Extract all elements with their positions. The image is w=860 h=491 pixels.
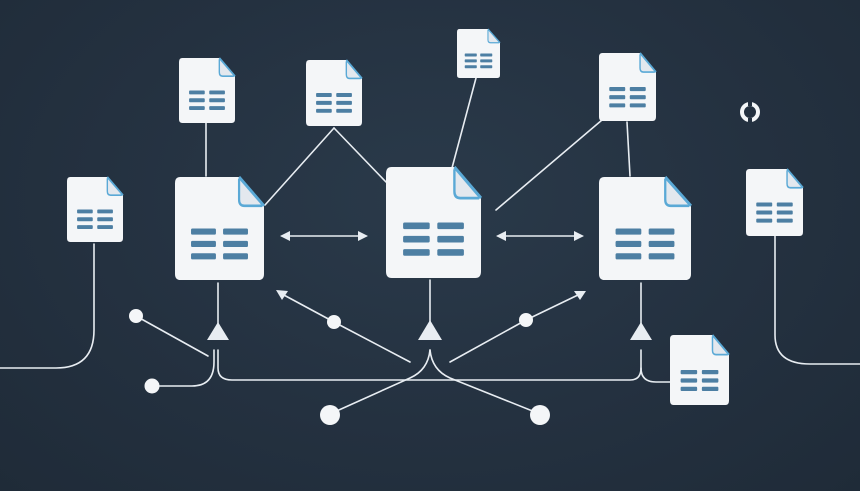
upload-arrow-icon <box>630 322 652 340</box>
connector-top-mid-left-a <box>264 127 335 206</box>
document-icon <box>456 28 501 79</box>
upload-arrow-icon <box>418 320 442 340</box>
fan-center-left <box>329 349 431 415</box>
arrow-heads <box>207 231 652 340</box>
document-icon <box>178 57 236 124</box>
bidirectional-arrow-icon <box>496 231 506 241</box>
diag-node-mid-right <box>449 319 527 363</box>
document-icon <box>744 167 805 238</box>
connector-far-left <box>0 243 95 369</box>
network-node-icon <box>327 315 341 329</box>
documents <box>66 28 805 407</box>
network-node-icon <box>129 309 143 323</box>
network-node-icon <box>530 405 550 425</box>
document-icon <box>173 175 266 282</box>
bus-right-branch <box>640 367 671 383</box>
document-icon <box>305 59 363 127</box>
network-node-icon <box>519 313 533 327</box>
diag-node-mid-left <box>333 321 411 363</box>
bus-line <box>217 349 642 381</box>
fan-center-right <box>429 349 541 415</box>
connector-top-right-b <box>626 121 631 177</box>
bus-left-branch <box>151 349 215 387</box>
bidirectional-arrow-icon <box>280 231 290 241</box>
diag-arrow-right <box>525 293 581 321</box>
diag-arrow-left <box>281 293 335 323</box>
document-icon <box>66 176 124 243</box>
connector-far-right <box>774 235 860 365</box>
connector-top-center <box>451 77 477 169</box>
bidirectional-arrow-icon <box>358 231 368 241</box>
diag-node-left <box>135 315 209 357</box>
upload-arrow-icon <box>207 322 229 340</box>
document-icon <box>668 333 731 407</box>
network-node-icon <box>144 378 160 394</box>
ring-icon <box>740 102 760 122</box>
network-node-icon <box>320 405 340 425</box>
network-nodes <box>129 309 550 425</box>
connector-top-mid-left-b <box>333 127 387 183</box>
connector-top-right-a <box>495 119 603 211</box>
document-icon <box>597 51 658 123</box>
diag-arrow-head-left <box>276 290 288 300</box>
document-icon <box>384 165 483 280</box>
bidirectional-arrow-icon <box>574 231 584 241</box>
diag-arrow-head-right <box>574 291 586 300</box>
document-icon <box>597 175 693 282</box>
connector-lines <box>0 77 860 415</box>
